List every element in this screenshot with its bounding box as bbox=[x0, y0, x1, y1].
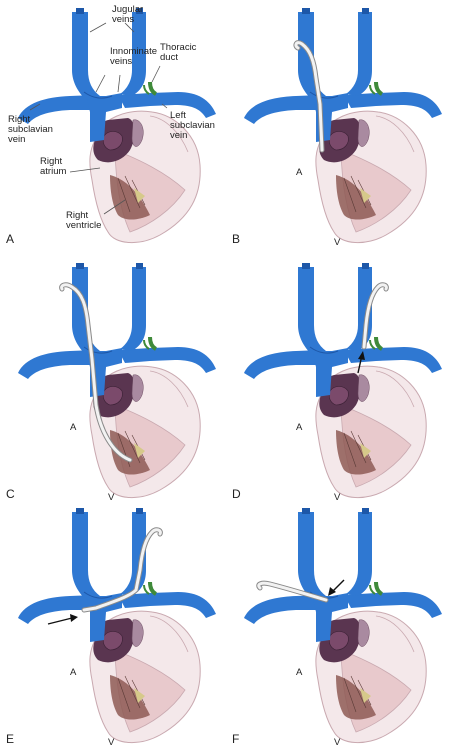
arrow-e bbox=[47, 614, 78, 625]
marker-atrium-d: A bbox=[296, 422, 303, 433]
panel-e-anatomy bbox=[16, 506, 218, 745]
marker-atrium-f: A bbox=[296, 667, 303, 678]
panel-e: E A V bbox=[6, 506, 218, 748]
panel-letter-f: F bbox=[232, 732, 239, 746]
marker-atrium-b: A bbox=[296, 167, 303, 178]
panel-letter-d: D bbox=[232, 487, 241, 501]
panel-letter-b: B bbox=[232, 232, 240, 246]
arrow-f bbox=[328, 579, 345, 596]
panel-letter-c: C bbox=[6, 487, 15, 501]
panel-f-anatomy bbox=[242, 506, 444, 745]
marker-atrium-e: A bbox=[70, 667, 77, 678]
marker-ventricle-f: V bbox=[334, 737, 341, 748]
arrow-d bbox=[357, 351, 365, 374]
marker-ventricle-c: V bbox=[108, 492, 115, 503]
panel-c-anatomy bbox=[16, 261, 218, 500]
panel-c: C A V bbox=[6, 261, 218, 503]
panel-b: B A V bbox=[232, 6, 444, 248]
marker-ventricle-e: V bbox=[108, 737, 115, 748]
marker-ventricle-d: V bbox=[334, 492, 341, 503]
marker-ventricle-b: V bbox=[334, 237, 341, 248]
panel-f: F A V bbox=[232, 506, 444, 748]
marker-atrium-c: A bbox=[70, 422, 77, 433]
panel-letter-a: A bbox=[6, 232, 14, 246]
panel-d: D A V bbox=[232, 261, 444, 503]
panel-b-anatomy bbox=[242, 6, 444, 245]
panel-letter-e: E bbox=[6, 732, 14, 746]
panel-d-anatomy bbox=[242, 261, 444, 500]
